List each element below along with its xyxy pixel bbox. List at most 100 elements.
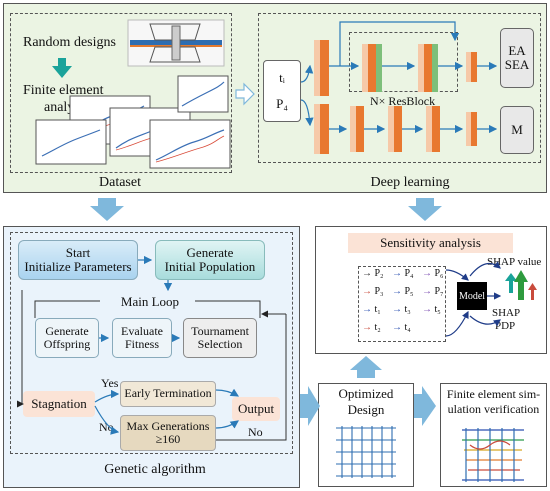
output-ea-sea-box: EA SEA [500,28,534,88]
param-0-1: → P₄ [392,268,414,279]
fe-sim-lattice [462,428,524,482]
param-arrow-icon: → [362,304,372,315]
param-label: t₃ [402,304,411,315]
start-box[interactable]: Start Initialize Parameters [18,240,138,280]
resblock-label: N× ResBlock [370,94,436,108]
ga-dashed-box [10,232,293,454]
deep-learning-box [258,13,541,163]
evaluate-fitness-box[interactable]: Evaluate Fitness [112,318,172,358]
teal-down-arrow [52,58,72,78]
evaluate-label-1: Evaluate [121,323,163,338]
gen-label-1: Generate [186,244,234,260]
param-arrow-icon: → [422,286,432,297]
shap-bars [505,270,537,300]
param-2-0: → t₁ [362,304,381,315]
fea-label-1: Finite element [23,83,104,98]
no-label-left: No [99,420,114,434]
offspring-label-2: Offspring [43,337,91,351]
output-label: Output [237,400,275,416]
input-ti: tᵢ [279,70,285,85]
tournament-label-2: Selection [197,337,243,351]
param-label: t₅ [432,304,441,315]
output-m: M [511,121,523,137]
output-m-box: M [500,106,534,154]
sensitivity-graphics [445,261,502,337]
output-sea: SEA [504,57,530,72]
offspring-label-1: Generate [45,323,89,338]
param-label: t₂ [372,322,381,333]
optimized-label-2: Design [347,402,385,417]
start-label-2: Initialize Parameters [24,259,132,274]
random-designs-label: Random designs [23,35,116,50]
param-2-2: → t₅ [422,304,441,315]
param-1-2: → P₇ [422,286,444,297]
evaluate-label-2: Fitness [124,337,159,351]
optimized-panel [318,383,414,487]
param-arrow-icon: → [362,322,372,333]
param-label: P₆ [432,268,444,279]
max-gen-label-1: Max Generations [126,418,210,433]
input-p4: P₄ [276,96,288,111]
output-ea: EA [508,42,526,58]
ga-caption: Genetic algorithm [104,462,206,477]
param-arrow-icon: → [392,286,402,297]
sensitivity-title-text: Sensitivity analysis [380,234,481,250]
param-arrow-icon: → [392,322,402,333]
dataset-box [10,13,232,173]
max-gen-label-2: ≥160 [155,432,181,446]
ga-connectors [94,255,240,435]
model-box: Model [457,282,487,310]
fea-curve-plots [35,75,231,169]
fe-sim-label-2: ulation verification [447,402,540,416]
generate-population-box[interactable]: Generate Initial Population [155,240,265,280]
param-label: t₄ [402,322,411,333]
max-generations-box[interactable]: Max Generations ≥160 [120,415,216,451]
no-label-right: No [248,425,263,439]
param-0-0: → P₂ [362,268,384,279]
param-arrow-icon: → [362,268,372,279]
param-arrow-icon: → [422,304,432,315]
shap-label: SHAP [492,307,521,319]
input-params-box [263,60,301,122]
yes-label: Yes [101,376,119,390]
dl-bottom-row [314,104,498,154]
param-label: P₅ [402,286,414,297]
param-label: P₇ [432,286,444,297]
param-label: t₁ [372,304,381,315]
block-arrows [90,198,442,426]
param-label: P₄ [402,268,414,279]
param-label: P₂ [372,268,384,279]
optimized-label-1: Optimized [338,386,394,401]
gen-label-2: Initial Population [164,259,256,274]
stagnation-label: Stagnation [31,395,87,411]
param-1-0: → P₃ [362,286,384,297]
param-label: P₃ [372,286,384,297]
param-3-1: → t₄ [392,322,411,333]
early-termination-label: Early Termination [124,386,212,401]
dataset-caption: Dataset [99,175,141,190]
start-label-1: Start [65,244,91,260]
structure-drawing [127,19,225,67]
early-termination-box[interactable]: Early Termination [120,381,216,407]
ga-loop-lines [17,290,287,441]
param-arrow-icon: → [362,286,372,297]
param-arrow-icon: → [422,268,432,279]
input-to-layers-arrow [300,64,314,83]
main-loop-label: Main Loop [105,294,195,310]
stagnation-box[interactable]: Stagnation [23,391,95,417]
generate-offspring-box[interactable]: Generate Offspring [35,318,99,358]
dl-top-row [314,21,498,96]
param-2-1: → t₃ [392,304,411,315]
sensitivity-title: Sensitivity analysis [348,233,513,253]
dataset-to-dl-arrow [235,82,255,106]
param-1-1: → P₅ [392,286,414,297]
optimized-lattice [336,426,396,478]
fe-sim-label-1: Finite element sim- [446,387,541,401]
tournament-selection-box[interactable]: Tournament Selection [183,318,257,358]
param-arrow-icon: → [392,304,402,315]
param-arrow-icon: → [392,268,402,279]
tournament-label-1: Tournament [191,323,249,338]
output-box[interactable]: Output [232,397,280,421]
params-box [358,266,446,342]
